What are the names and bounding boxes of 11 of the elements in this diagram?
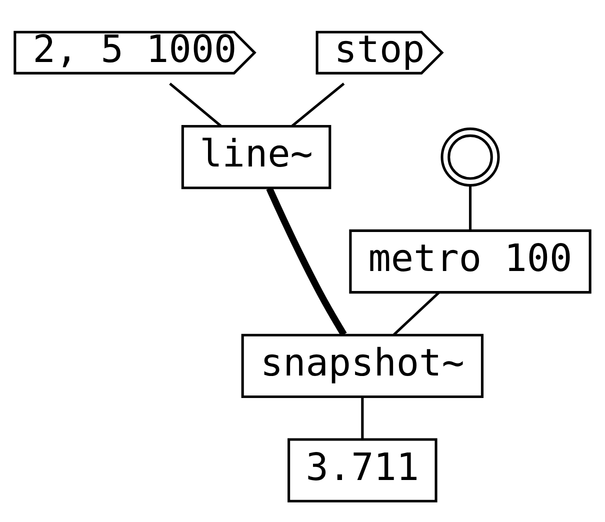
connector [266, 186, 347, 336]
node-circle [440, 127, 500, 186]
node-box: snapshot~ [241, 333, 484, 398]
connector [393, 291, 440, 336]
connector [291, 82, 345, 126]
node-box: 3.711 [288, 438, 438, 502]
connector [169, 82, 222, 126]
node-box: line~ [181, 124, 332, 189]
connector [361, 396, 364, 439]
node-box: metro 100 [349, 228, 592, 294]
connector [468, 184, 472, 230]
